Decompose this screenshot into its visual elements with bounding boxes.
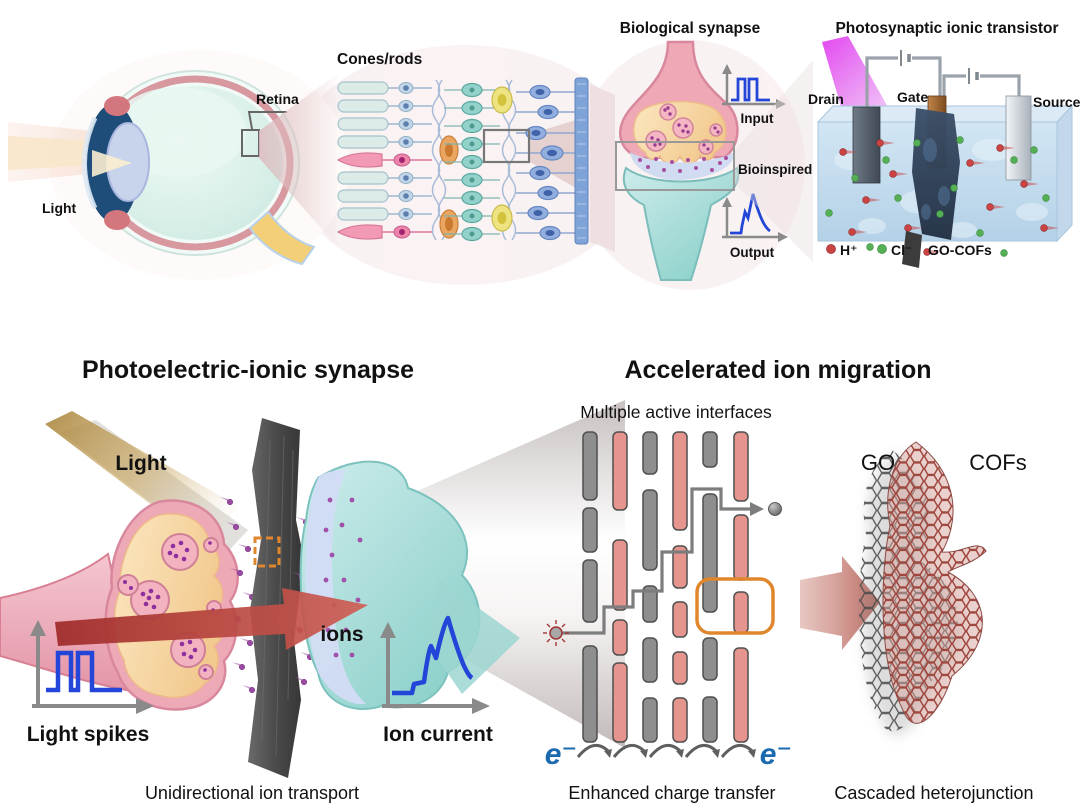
go-label: GO (861, 450, 895, 475)
ion-transport-arrow (55, 588, 368, 650)
retina-leader-line (247, 111, 287, 130)
drain-electrode (852, 106, 881, 184)
go-cofs-swatch (902, 231, 922, 268)
light-bottom-label: Light (115, 452, 166, 475)
input-pulse-wave (731, 77, 770, 102)
retina-zoom-frame (482, 128, 531, 164)
membrane-zoom-box (253, 536, 281, 568)
circuit-wires (865, 56, 1021, 110)
ion-current-plot (380, 615, 490, 714)
nerve-fiber-bar (574, 77, 589, 245)
heterojunction-mesh (858, 441, 987, 736)
cleft-neurotransmitters (638, 156, 728, 173)
input-label: Input (741, 111, 774, 126)
light-spikes-label: Light spikes (27, 723, 150, 746)
postsynaptic-funnel (425, 580, 520, 694)
ion-legend (826, 231, 922, 268)
electron-left-label: e⁻ (545, 738, 578, 771)
horizontal-cells (439, 135, 459, 239)
postsynaptic-terminal (622, 166, 740, 281)
ion-migration-title: Accelerated ion migration (624, 356, 931, 384)
cone-cells (336, 152, 432, 240)
eye-illustration (8, 70, 337, 266)
ganglion-cells (516, 84, 575, 241)
bioinspired-frame (615, 141, 735, 191)
bio-synapse-title: Biological synapse (620, 20, 761, 37)
eye-to-retina-cone (259, 74, 337, 246)
bipolar-cells (444, 82, 500, 242)
gate-label: Gate (897, 89, 928, 105)
cl-ion-swatch (877, 244, 887, 254)
heterojunction-caption: Cascaded heterojunction (834, 783, 1033, 803)
h-ion-label: H⁺ (840, 242, 858, 258)
amacrine-cells (491, 86, 513, 232)
proton-ions (839, 139, 1059, 256)
output-plot (722, 193, 788, 242)
photo-synapse-illustration (0, 400, 625, 778)
light-spikes-wave (46, 650, 122, 693)
source-electrode (1005, 95, 1032, 181)
battery-symbols (900, 50, 979, 84)
synaptic-cleft (630, 152, 734, 180)
chloride-ions (825, 136, 1050, 257)
optic-nerve (248, 210, 316, 266)
cones-rods-title: Cones/rods (337, 51, 422, 68)
transistor-illustration (816, 36, 1074, 268)
input-plot (722, 64, 786, 109)
drain-label: Drain (808, 91, 844, 107)
unidirectional-caption: Unidirectional ion transport (145, 783, 359, 803)
vesicle-neurotransmitters (123, 540, 215, 672)
interfaces-illustration (543, 431, 880, 758)
lamellae-bars (582, 431, 749, 743)
bioinspired-label: Bioinspired (738, 162, 812, 177)
start-ion-starburst (543, 620, 569, 646)
cofs-label: COFs (969, 450, 1026, 475)
transistor-title: Photosynaptic ionic transistor (835, 20, 1058, 37)
ions-label: ions (320, 623, 363, 646)
output-label: Output (730, 245, 775, 260)
retina-to-synapse-cone (590, 84, 615, 252)
go-cofs-label: GO-COFs (928, 242, 992, 258)
photoreceptor-rows (336, 81, 432, 240)
ion-current-wave (392, 615, 474, 696)
retina-label: Retina (256, 91, 299, 107)
retina-layers-illustration (336, 77, 615, 252)
charge-transfer-caption: Enhanced charge transfer (568, 783, 775, 803)
heterojunction-highlight-box (695, 577, 775, 635)
migrated-ion-sphere (768, 502, 782, 516)
electron-right-label: e⁻ (760, 738, 793, 771)
unidirectional-membrane (248, 418, 304, 778)
source-label: Source (1033, 94, 1080, 110)
ion-migration-path (543, 487, 782, 646)
h-ion-swatch (826, 244, 836, 254)
ion-current-label: Ion current (383, 723, 493, 746)
biological-synapse-illustration (615, 40, 813, 281)
cofs-sheet (882, 441, 987, 724)
light-top-label: Light (42, 200, 77, 216)
postsynaptic-band (305, 470, 366, 705)
synapse-to-transistor-cone (735, 60, 813, 262)
cl-ion-label: Cl⁻ (891, 242, 912, 258)
output-spike-wave (730, 193, 771, 235)
interfaces-label: Multiple active interfaces (580, 402, 772, 422)
photo-synapse-title: Photoelectric-ionic synapse (82, 356, 414, 384)
light-spikes-plot (30, 620, 154, 714)
